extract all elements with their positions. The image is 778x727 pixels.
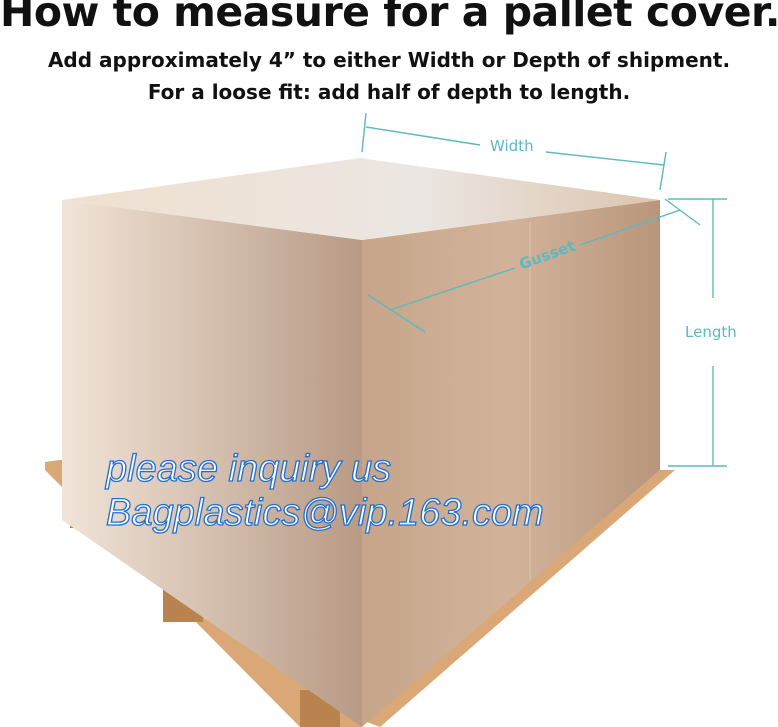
watermark-line-1: please inquiry us xyxy=(105,447,392,490)
instruction-line-1: Add approximately 4” to either Width or … xyxy=(47,48,731,72)
dimension-lines xyxy=(361,112,727,467)
box-left-face xyxy=(62,200,362,727)
width-label: Width xyxy=(490,137,534,155)
box-top-face xyxy=(62,158,660,240)
instruction-line-2: For a loose fit: add half of depth to le… xyxy=(147,80,631,104)
page-title: How to measure for a pallet cover. xyxy=(0,0,778,36)
box-right-face xyxy=(362,200,660,727)
watermark-line-2: Bagplastics@vip.163.com xyxy=(105,491,544,534)
length-label: Length xyxy=(685,323,737,341)
